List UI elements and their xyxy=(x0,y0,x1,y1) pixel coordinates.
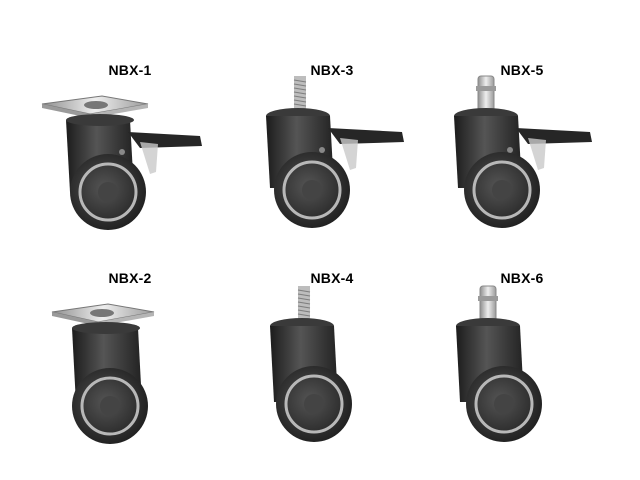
caster-image xyxy=(456,285,542,442)
caster-image xyxy=(41,95,202,230)
caster-nbx-2: NBX-2 xyxy=(30,270,230,470)
caster-nbx-4: NBX-4 xyxy=(232,270,432,470)
product-label: NBX-5 xyxy=(500,62,544,78)
caster-image xyxy=(51,303,155,444)
caster-image xyxy=(266,76,404,228)
product-label: NBX-4 xyxy=(310,270,354,286)
product-label: NBX-1 xyxy=(108,62,152,78)
product-label: NBX-2 xyxy=(108,270,152,286)
caster-nbx-5: NBX-5 xyxy=(422,62,622,262)
caster-image xyxy=(454,75,592,228)
product-label: NBX-3 xyxy=(310,62,354,78)
caster-nbx-6: NBX-6 xyxy=(422,270,622,470)
product-label: NBX-6 xyxy=(500,270,544,286)
caster-image xyxy=(270,286,352,442)
caster-nbx-3: NBX-3 xyxy=(232,62,432,262)
caster-nbx-1: NBX-1 xyxy=(30,62,230,262)
